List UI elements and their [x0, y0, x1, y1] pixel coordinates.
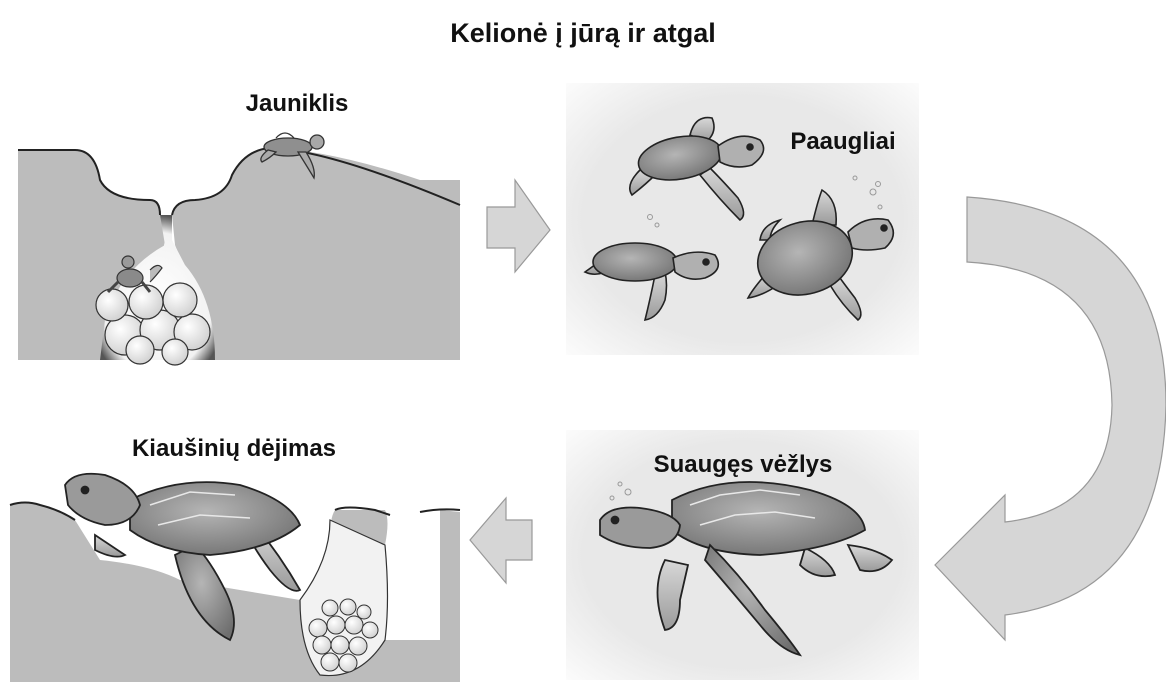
stage-label-nesting: Kiaušinių dėjimas	[132, 435, 336, 462]
sand-ground-right	[172, 148, 460, 360]
water-panel-juveniles	[566, 83, 919, 355]
nesting-panel	[10, 474, 460, 682]
stage-label-adult: Suaugęs vėžlys	[654, 451, 833, 478]
stage-label-juveniles: Paaugliai	[790, 128, 895, 155]
arrow-juveniles-to-adult	[935, 197, 1166, 640]
diagram-title: Kelionė į jūrą ir atgal	[450, 18, 716, 48]
arrow-hatchling-to-juveniles	[487, 180, 550, 272]
hatchling-panel	[18, 133, 460, 365]
stage-label-hatchling: Jauniklis	[246, 90, 349, 117]
arrow-adult-to-nesting	[470, 498, 532, 583]
